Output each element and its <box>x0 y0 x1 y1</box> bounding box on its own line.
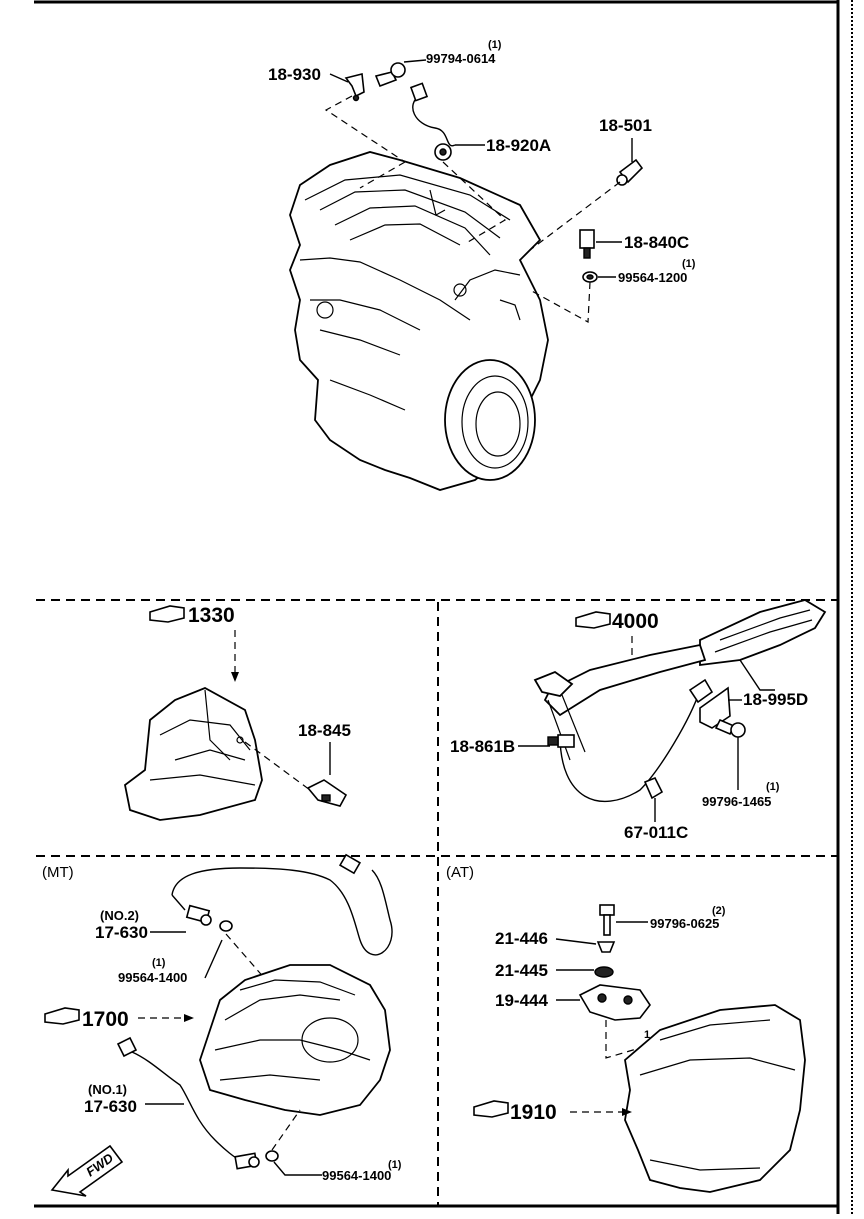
label-18-840C: 18-840C <box>624 233 689 252</box>
qty-99794-0614: (1) <box>488 39 502 51</box>
label-mt-no2: (NO.2) <box>100 908 139 923</box>
label-18-920A: 18-920A <box>486 136 551 155</box>
label-99796-1465: 99796-1465 <box>702 794 771 809</box>
washer-21-445: 21-445 <box>495 961 614 980</box>
label-17-630-a: 17-630 <box>95 923 148 942</box>
qty-99564-1400-a: (1) <box>152 957 166 969</box>
bolt-99794-0614: (1) 99794-0614 <box>374 39 502 88</box>
label-99794-0614: 99794-0614 <box>426 51 496 66</box>
label-18-501: 18-501 <box>599 116 652 135</box>
section-dividers <box>36 599 838 1206</box>
pointing-hand-icon <box>575 611 611 629</box>
switch-17-630-no1: (NO.1) 17-630 <box>84 1036 260 1170</box>
bolt-99796-0625: (2) 99796-0625 <box>599 904 726 936</box>
bracket-18-930: 18-930 <box>268 65 365 102</box>
switch-17-630-no2: (NO.2) 17-630 <box>95 853 393 956</box>
label-ref-1700: 1700 <box>82 1008 129 1031</box>
label-mt-no1: (NO.1) <box>88 1082 127 1097</box>
ref-4000: 4000 <box>575 610 659 633</box>
qty-99564-1400-b: (1) <box>388 1159 402 1171</box>
label-ref-1910: 1910 <box>510 1101 557 1124</box>
label-19-444: 19-444 <box>495 991 548 1010</box>
label-99564-1400-b: 99564-1400 <box>322 1168 391 1183</box>
sensor-18-845: 18-845 <box>298 721 351 807</box>
engine-block-illustration <box>289 151 549 491</box>
pointing-hand-icon <box>473 1100 509 1118</box>
label-67-011C: 67-011C <box>624 823 688 842</box>
ref-1910: 1910 <box>473 1100 557 1124</box>
label-18-845: 18-845 <box>298 721 351 740</box>
label-18-995D: 18-995D <box>743 690 808 709</box>
header-at: (AT) <box>446 864 474 881</box>
qty-99796-0625: (2) <box>712 905 726 917</box>
forward-arrow-icon: FWD <box>50 1144 124 1197</box>
section-at: (AT) (2) 99796-0625 21-446 21-445 19-444… <box>446 864 806 1193</box>
label-21-446: 21-446 <box>495 929 548 948</box>
qty-99564-1200: (1) <box>682 258 696 270</box>
pointing-hand-icon <box>44 1007 80 1025</box>
label-99564-1200: 99564-1200 <box>618 270 687 285</box>
note-1: 1 <box>644 1029 650 1041</box>
washer-99564-1400-a: (1) 99564-1400 <box>118 920 233 985</box>
label-ref-1330: 1330 <box>188 604 235 627</box>
qty-99796-1465: (1) <box>766 781 780 793</box>
clip-67-011C: 67-011C <box>624 776 688 842</box>
sensor-18-501: 18-501 <box>599 116 652 186</box>
ref-1700: 1700 <box>44 1007 129 1031</box>
top-leader-lines <box>324 95 621 323</box>
oxygen-sensor-18-861B: 18-861B <box>450 734 575 756</box>
label-99564-1400-a: 99564-1400 <box>118 970 187 985</box>
label-18-861B: 18-861B <box>450 737 515 756</box>
label-21-445: 21-445 <box>495 961 548 980</box>
ref-1330: 1330 <box>149 604 235 627</box>
knock-sensor-18-920A: 18-920A <box>409 82 551 161</box>
sensor-18-840C: 18-840C <box>579 229 689 259</box>
section-mt: (MT) (NO.2) 17-630 (1) 99564-1400 1700 <box>42 853 402 1197</box>
page-frame <box>34 0 853 1214</box>
washer-21-446: 21-446 <box>495 929 616 953</box>
washer-99564-1400-b: (1) 99564-1400 <box>265 1150 402 1183</box>
label-18-930: 18-930 <box>268 65 321 84</box>
bolt-99796-1465: (1) 99796-1465 <box>702 718 780 809</box>
label-17-630-b: 17-630 <box>84 1097 137 1116</box>
sensor-19-444: 19-444 <box>495 984 651 1021</box>
pointing-hand-icon <box>149 605 185 623</box>
section-4000: 4000 18-995D 18-861B (1) 99796- <box>450 599 827 842</box>
bracket-18-995D: 18-995D <box>559 678 808 803</box>
section-1330: 1330 18-845 <box>124 604 351 821</box>
label-99796-0625: 99796-0625 <box>650 916 719 931</box>
header-mt: (MT) <box>42 864 74 881</box>
washer-99564-1200: (1) 99564-1200 <box>582 258 696 285</box>
label-ref-4000: 4000 <box>612 610 659 633</box>
